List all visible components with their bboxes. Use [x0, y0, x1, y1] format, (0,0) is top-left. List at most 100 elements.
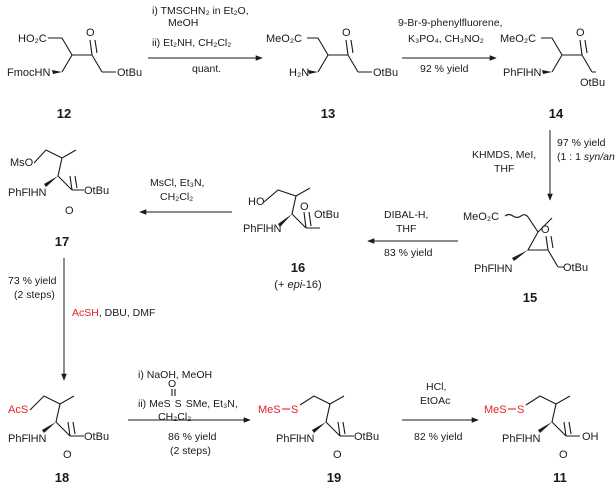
amine-label: PhFlHN — [8, 187, 47, 199]
carbonyl-o: O — [65, 205, 74, 217]
condition-line: quant. — [192, 63, 221, 75]
amine-label: H₂N — [289, 67, 309, 79]
sulfur-label: S — [517, 404, 524, 416]
ester-label: OtBu — [373, 67, 398, 79]
amine-label: PhFlHN — [474, 263, 513, 275]
acid-group-label: HO₂C — [18, 33, 47, 45]
wedge-bond — [42, 422, 56, 433]
condition-line: 86 % yield — [168, 431, 217, 443]
step-5: MsCl, Et₃N, CH₂Cl₂ — [139, 177, 232, 215]
ester-top-label: MeO₂C — [266, 33, 302, 45]
condition-line: EtOAc — [420, 395, 450, 407]
skeleton-11 — [525, 395, 580, 437]
compound-14: MeO₂C PhFlHN O OtBu 14 — [500, 27, 605, 121]
skeleton-18 — [29, 395, 84, 437]
carbonyl-o: O — [541, 224, 550, 236]
wedge-bond — [278, 214, 292, 227]
condition-line: CH₂Cl₂ — [160, 191, 193, 203]
epimer-note: (+ epi-16) — [274, 279, 321, 291]
carbonyl-o: O — [63, 449, 72, 461]
step-4: DIBAL-H, THF 83 % yield — [367, 209, 458, 259]
carbonyl-o: O — [342, 27, 351, 39]
carbonyl-o: O — [333, 449, 342, 461]
condition-line: THF — [494, 163, 514, 175]
sulfur-label: S — [291, 404, 298, 416]
ester-label: OtBu — [314, 209, 339, 221]
compound-number: 16 — [291, 260, 305, 275]
compound-16: HO PhFlHN O OtBu 16 (+ epi-16) — [243, 187, 339, 291]
ester-top-label: MeO₂C — [463, 211, 499, 223]
condition-line: (2 steps) — [170, 445, 211, 457]
wedge-bond — [542, 70, 552, 74]
amine-label: PhFlHN — [243, 223, 282, 235]
wedge-bond — [308, 70, 318, 74]
condition-line: KHMDS, MeI, — [472, 149, 536, 161]
skeleton-14 — [541, 37, 596, 73]
condition-line: 82 % yield — [414, 431, 463, 443]
ester-label: OtBu — [580, 77, 605, 89]
condition-line: ii) Et₂NH, CH₂Cl₂ — [152, 37, 231, 49]
step-6: 73 % yield (2 steps) AcSH, DBU, DMF — [8, 258, 155, 381]
compound-number: 17 — [55, 234, 69, 249]
condition-line: THF — [396, 223, 416, 235]
compound-11: MeS S PhFlHN O OH 11 — [484, 395, 599, 485]
thioacetate-label: AcS — [8, 404, 28, 416]
condition-line: 9-Br-9-phenylfluorene, — [398, 17, 502, 29]
condition-line: 97 % yield — [557, 137, 606, 149]
condition-line: 92 % yield — [420, 63, 469, 75]
compound-number: 19 — [327, 470, 341, 485]
skeleton-17 — [33, 149, 84, 191]
step-2: 9-Br-9-phenylfluorene, K₃PO₄, CH₃NO₂ 92 … — [398, 17, 502, 75]
ester-top-label: MeO₂C — [500, 33, 536, 45]
skeleton-13 — [307, 37, 372, 73]
condition-line: DIBAL-H, — [384, 209, 428, 221]
wedge-bond — [52, 70, 62, 74]
compound-15: MeO₂C PhFlHN O OtBu 15 — [463, 211, 588, 305]
highlighted-reagent: AcSH — [72, 307, 99, 319]
wedge-bond — [538, 422, 552, 433]
skeleton-15 — [504, 213, 564, 268]
ester-label: OtBu — [563, 262, 588, 274]
step-8: HCl, EtOAc 82 % yield — [402, 381, 479, 443]
ester-label: OtBu — [84, 185, 109, 197]
carbonyl-o: O — [300, 201, 309, 213]
compound-17: MsO PhFlHN O OtBu 17 — [8, 149, 109, 249]
compound-number: 13 — [321, 106, 335, 121]
sulfoxide-o: O — [168, 378, 176, 390]
wedge-bond — [312, 422, 326, 433]
ester-label: OtBu — [117, 67, 142, 79]
condition-line: MeOH — [168, 17, 198, 29]
condition-line: AcSH, DBU, DMF — [72, 307, 155, 319]
step-1: i) TMSCHN₂ in Et₂O, MeOH ii) Et₂NH, CH₂C… — [148, 5, 263, 75]
wedge-bond — [512, 250, 528, 261]
condition-line: 83 % yield — [384, 247, 433, 259]
condition-line: 73 % yield — [8, 275, 57, 287]
compound-number: 18 — [55, 470, 69, 485]
skeleton-12 — [48, 37, 116, 73]
compound-number: 12 — [57, 106, 71, 121]
compound-number: 11 — [553, 470, 567, 485]
amine-label: PhFlHN — [503, 67, 542, 79]
carbonyl-o: O — [576, 27, 585, 39]
amine-label: PhFlHN — [502, 433, 541, 445]
carbonyl-o: O — [559, 449, 568, 461]
ester-label: OtBu — [84, 431, 109, 443]
ester-label: OtBu — [354, 431, 379, 443]
condition-line: i) TMSCHN₂ in Et₂O, — [152, 5, 249, 17]
amine-label: FmocHN — [7, 67, 50, 79]
condition-line: CH₂Cl₂ — [158, 411, 191, 423]
compound-13: MeO₂C H₂N O OtBu 13 — [266, 27, 398, 121]
compound-12: HO₂C FmocHN O OtBu 12 — [7, 27, 142, 121]
methyl-disulfide-label: MeS — [258, 404, 281, 416]
step-3: KHMDS, MeI, THF 97 % yield (1 : 1 syn/an… — [472, 130, 615, 201]
compound-18: AcS PhFlHN O OtBu 18 — [8, 395, 109, 485]
amine-label: PhFlHN — [276, 433, 315, 445]
amine-label: PhFlHN — [8, 433, 47, 445]
condition-line: K₃PO₄, CH₃NO₂ — [408, 33, 484, 45]
skeleton-19 — [299, 395, 354, 437]
condition-line: MsCl, Et₃N, — [150, 177, 204, 189]
condition-line: (1 : 1 syn/anti) — [557, 151, 615, 163]
